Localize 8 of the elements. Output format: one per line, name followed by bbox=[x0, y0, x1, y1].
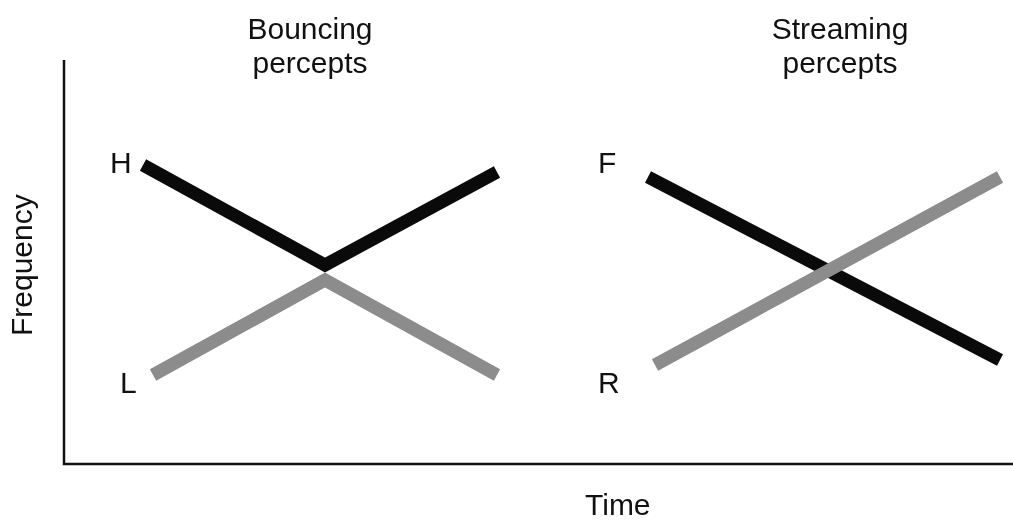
axis-label: Frequency bbox=[5, 194, 39, 336]
panel-title: Streaming percepts bbox=[770, 12, 910, 80]
line-label: F bbox=[598, 146, 617, 180]
line-label: L bbox=[120, 366, 137, 400]
panel-title: Bouncing percepts bbox=[246, 12, 374, 80]
line-label: R bbox=[598, 366, 620, 400]
axis-label: Time bbox=[585, 488, 651, 522]
line-label: H bbox=[110, 146, 132, 180]
